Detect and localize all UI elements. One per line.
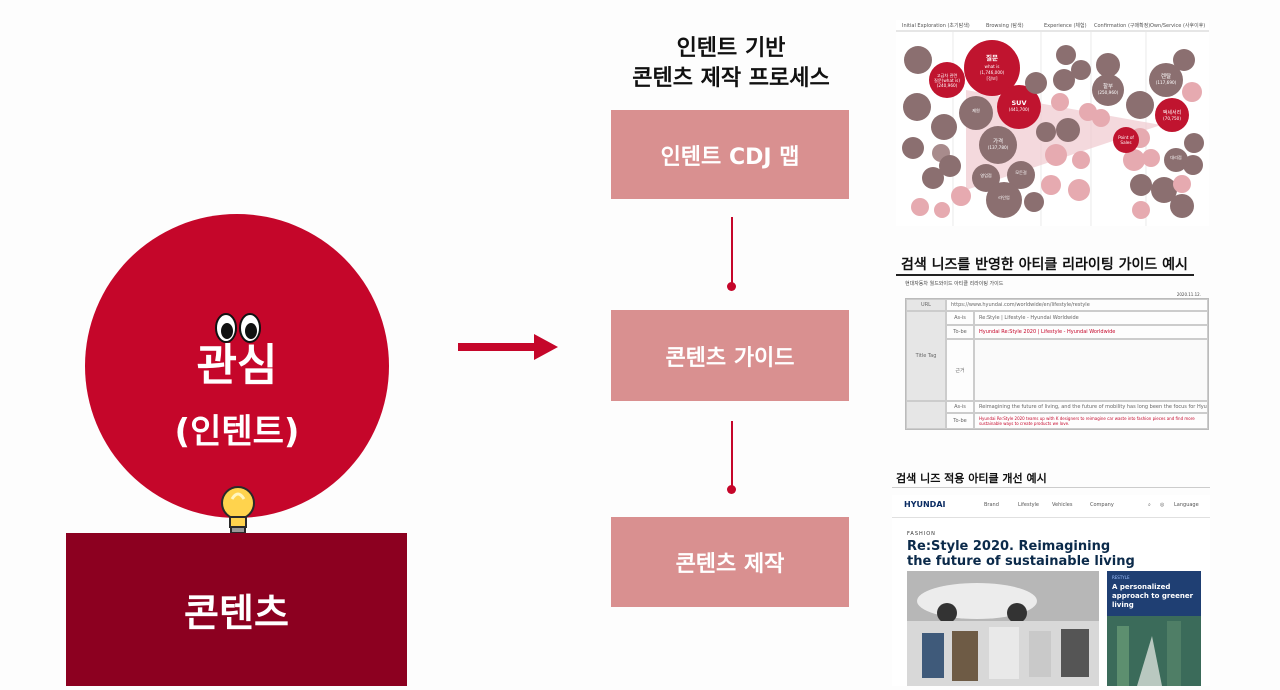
- svg-text:(70,750): (70,750): [1163, 116, 1181, 121]
- svg-text:모든걸: 모든걸: [1015, 169, 1027, 175]
- table-row-label: To-be: [946, 413, 974, 429]
- stage-label: Initial Exploration (초기탐색): [902, 23, 970, 29]
- stage-label: Confirmation (구매확정): [1094, 23, 1151, 29]
- svg-text:[정보]: [정보]: [987, 75, 998, 81]
- svg-text:(117,690): (117,690): [1156, 80, 1177, 85]
- site-navbar: HYUNDAI Brand Lifestyle Vehicles Company…: [892, 495, 1210, 518]
- svg-text:고급차 관련: 고급차 관련: [937, 72, 958, 79]
- interest-subtitle: (인텐트): [174, 412, 300, 452]
- process-title: 인텐트 기반 콘텐츠 제작 프로세스: [600, 34, 862, 94]
- table-cell: Reimagining the future of living, and th…: [974, 401, 1208, 413]
- guide-date: 2020.11.12.: [1176, 292, 1201, 297]
- table-row-label: URL: [906, 299, 946, 311]
- promo-card[interactable]: RESTYLE A personalized approach to green…: [1107, 571, 1201, 686]
- guide-title-underline: [896, 274, 1194, 276]
- svg-text:(250,960): (250,960): [1098, 90, 1119, 95]
- article-screenshot: HYUNDAI Brand Lifestyle Vehicles Company…: [892, 495, 1210, 686]
- svg-text:(240,960): (240,960): [937, 83, 958, 88]
- table-row-label: As-is: [946, 311, 974, 325]
- svg-text:Sales: Sales: [1120, 140, 1131, 145]
- guide-document: 현대자동차 월드와이드 아티클 리라이팅 가이드 2020.11.12. URL…: [905, 278, 1211, 430]
- svg-text:라인업: 라인업: [998, 194, 1010, 201]
- svg-text:SUV: SUV: [1012, 99, 1027, 107]
- table-cell-notes: [974, 339, 1208, 401]
- nav-item-vehicles[interactable]: Vehicles: [1052, 502, 1073, 508]
- svg-text:(1,746,000): (1,746,000): [980, 70, 1005, 75]
- svg-text:가격: 가격: [993, 137, 1003, 145]
- svg-text:(137,780): (137,780): [988, 145, 1009, 150]
- svg-text:what is: what is: [985, 64, 1000, 69]
- table-row-label: 근거: [946, 339, 974, 401]
- headline-line2: the future of sustainable living: [907, 554, 1135, 569]
- promo-card-text: A personalized approach to greener livin…: [1112, 583, 1194, 609]
- article-category: FASHION: [907, 531, 936, 537]
- eyes-icon: [215, 313, 261, 343]
- bubble-map: 질문 what is (1,746,000) [정보] 고급차 관련 질문(wh…: [896, 30, 1209, 226]
- svg-text:렌탈: 렌탈: [1161, 72, 1171, 80]
- connector-dot: [727, 282, 736, 291]
- article-panel-divider: [892, 487, 1210, 488]
- step-cdj-map: 인텐트 CDJ 맵: [611, 110, 849, 199]
- stage-label: Experience (체험): [1044, 23, 1087, 29]
- guide-table: URL https://www.hyundai.com/worldwide/en…: [905, 298, 1209, 430]
- connector-dot: [727, 485, 736, 494]
- guide-title: 검색 니즈를 반영한 아티클 리라이팅 가이드 예시: [901, 257, 1188, 273]
- language-selector[interactable]: Language: [1174, 502, 1199, 508]
- cdj-map-panel: Initial Exploration (초기탐색) Browsing (탐색)…: [896, 20, 1209, 226]
- svg-text:영업점: 영업점: [980, 172, 992, 178]
- connector-line: [731, 421, 733, 489]
- search-icon[interactable]: ⌕: [1148, 502, 1151, 508]
- nav-item-brand[interactable]: Brand: [984, 502, 999, 508]
- svg-text:할부: 할부: [1103, 82, 1113, 90]
- svg-text:(441,700): (441,700): [1009, 107, 1030, 112]
- interest-title: 관심: [196, 340, 278, 391]
- process-title-line2: 콘텐츠 제작 프로세스: [632, 66, 830, 91]
- connector-line: [731, 217, 733, 286]
- step-content-guide: 콘텐츠 가이드: [611, 310, 849, 401]
- table-cell: https://www.hyundai.com/worldwide/en/lif…: [946, 299, 1208, 311]
- svg-text:질문(what is): 질문(what is): [934, 77, 960, 83]
- table-row-label: Title Tag: [906, 311, 946, 401]
- stage-label: Browsing (탐색): [986, 23, 1024, 29]
- svg-text:액세서리: 액세서리: [1163, 109, 1181, 116]
- interest-circle: [85, 214, 389, 518]
- article-headline: Re:Style 2020. Reimagining the future of…: [907, 539, 1197, 569]
- nav-item-company[interactable]: Company: [1090, 502, 1114, 508]
- stage-label: Own/Service (사후이후): [1150, 23, 1206, 29]
- promo-card-image: [1107, 616, 1201, 686]
- hero-image: [907, 571, 1099, 686]
- hero-photo: [907, 571, 1099, 686]
- table-row-label: [906, 401, 946, 429]
- hyundai-logo[interactable]: HYUNDAI: [904, 500, 946, 509]
- process-title-line1: 인텐트 기반: [676, 36, 786, 61]
- table-row-label: As-is: [946, 401, 974, 413]
- table-cell: Hyundai Re:Style 2020 teams up with K de…: [974, 413, 1208, 429]
- step-content-production: 콘텐츠 제작: [611, 517, 849, 607]
- content-box: 콘텐츠: [66, 533, 407, 686]
- right-arrow-icon: [458, 334, 558, 360]
- nav-item-lifestyle[interactable]: Lifestyle: [1018, 502, 1040, 508]
- article-panel-title: 검색 니즈 적용 아티클 개선 예시: [896, 472, 1047, 485]
- svg-text:질문: 질문: [986, 53, 998, 62]
- svg-text:제원: 제원: [972, 107, 980, 114]
- globe-icon[interactable]: ◎: [1160, 502, 1165, 508]
- lightbulb-icon: [221, 486, 255, 534]
- guide-subtitle: 현대자동차 월드와이드 아티클 리라이팅 가이드: [905, 281, 1004, 287]
- svg-text:Point of: Point of: [1118, 135, 1134, 140]
- headline-line1: Re:Style 2020. Reimagining: [907, 539, 1111, 554]
- table-cell: Re:Style | Lifestyle - Hyundai Worldwide: [974, 311, 1208, 325]
- promo-card-label: RESTYLE: [1112, 575, 1130, 580]
- table-row-label: To-be: [946, 325, 974, 339]
- table-cell: Hyundai Re:Style 2020 | Lifestyle - Hyun…: [974, 325, 1208, 339]
- svg-text:대리점: 대리점: [1170, 154, 1182, 161]
